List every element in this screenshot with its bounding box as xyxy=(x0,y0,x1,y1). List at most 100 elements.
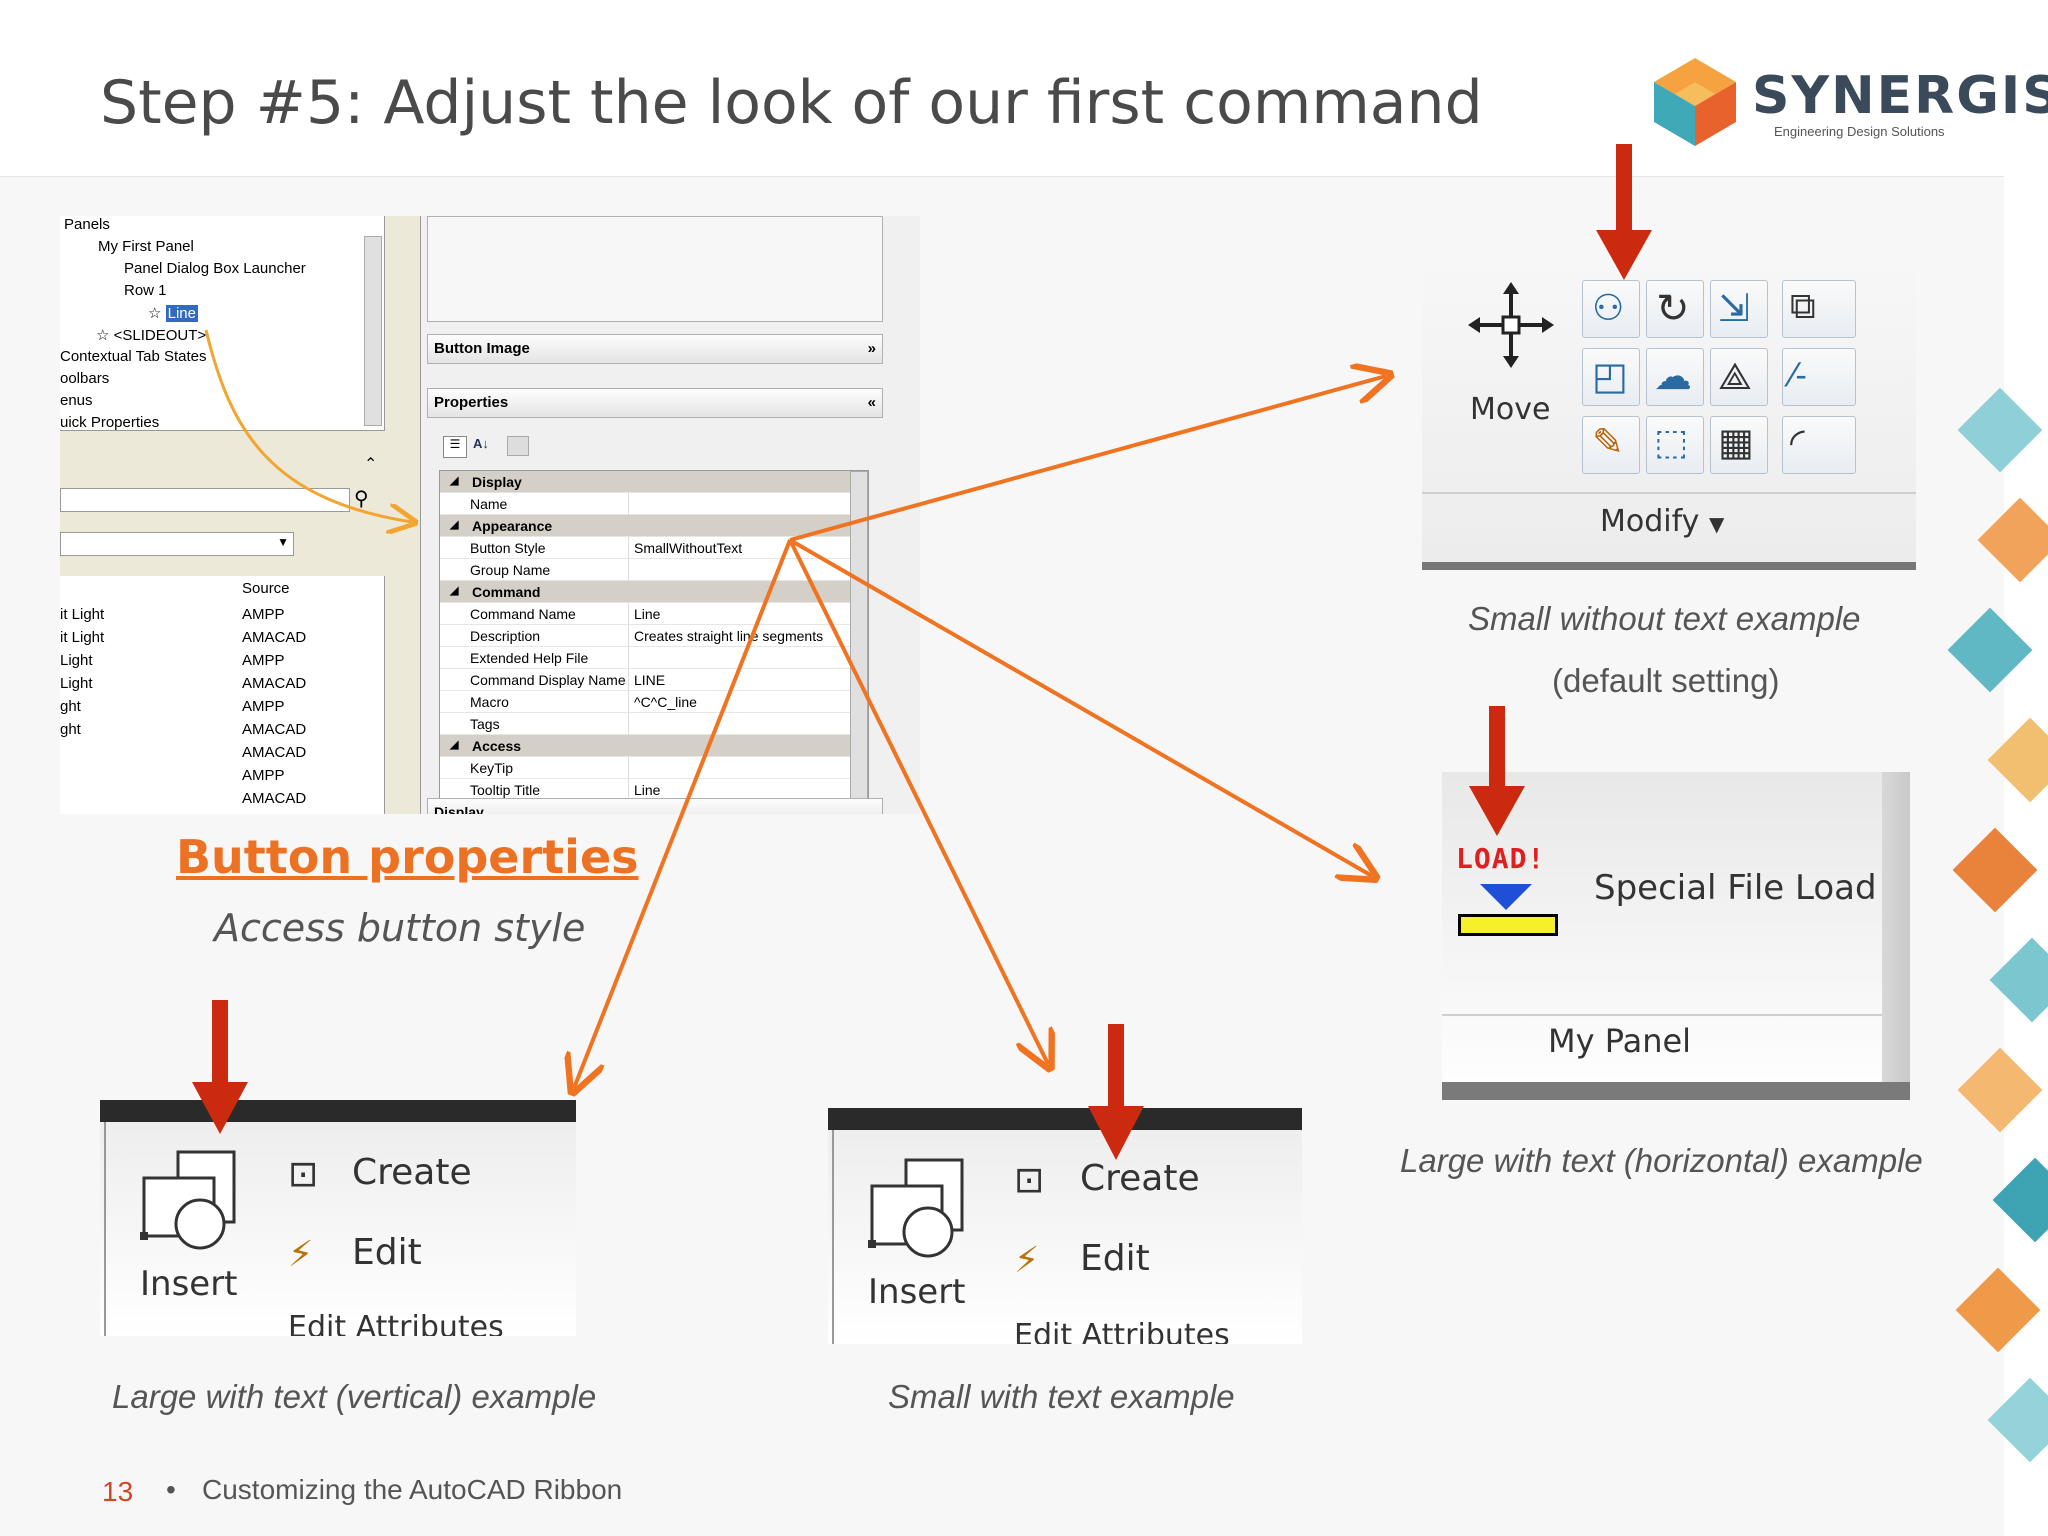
tree-item[interactable]: Panel Dialog Box Launcher xyxy=(124,260,306,277)
list-item-source: AMACAD xyxy=(242,790,307,807)
category-appearance[interactable]: ◢Appearance xyxy=(440,515,850,537)
tool-tile[interactable] xyxy=(1582,348,1640,406)
curved-pointer-arrow xyxy=(204,329,412,522)
tool-tile[interactable] xyxy=(1646,280,1704,338)
chevron-down-icon: » xyxy=(867,340,876,357)
property-row[interactable]: Group Name xyxy=(440,559,850,581)
caption-default-setting: (default setting) xyxy=(1552,662,1780,699)
tree-item[interactable]: Row 1 xyxy=(124,282,167,299)
list-item-source: AMPP xyxy=(242,652,285,669)
tool-tile[interactable] xyxy=(1782,416,1856,474)
tree-scrollbar[interactable] xyxy=(364,236,382,426)
synergis-logo xyxy=(1654,58,1736,146)
special-file-load-button[interactable]: Special File Load xyxy=(1594,868,1877,908)
arrow-to-small-with-text xyxy=(788,539,1048,1064)
list-item-source: AMACAD xyxy=(242,721,307,738)
insert-button[interactable]: Insert xyxy=(140,1264,238,1304)
property-row[interactable]: KeyTip xyxy=(440,757,850,779)
modify-panel-label[interactable]: Modify ▼ xyxy=(1600,504,1725,539)
arrow-to-large-vertical xyxy=(574,539,792,1088)
tree-item[interactable]: My First Panel xyxy=(98,238,194,255)
star-icon: ☆ xyxy=(148,305,166,322)
load-arrow-icon xyxy=(1480,884,1532,910)
tree-item[interactable]: oolbars xyxy=(60,370,110,387)
large-vertical-example: Insert ⊡ Create ⚡ Edit Edit Attributes xyxy=(100,1100,576,1336)
edit-block-icon: ⚡ xyxy=(288,1234,314,1275)
tree-item[interactable]: uick Properties xyxy=(60,414,160,431)
properties-header[interactable]: Properties« xyxy=(427,388,883,418)
tool-tile[interactable] xyxy=(1710,348,1768,406)
filter-dropdown[interactable]: ▼ xyxy=(60,532,294,556)
list-item[interactable]: it Light xyxy=(60,629,105,646)
tool-tile[interactable] xyxy=(1782,280,1856,338)
list-item[interactable]: it Light xyxy=(60,606,105,623)
list-item-source: AMACAD xyxy=(242,744,307,761)
list-item[interactable]: ght xyxy=(60,698,81,715)
tree-item-line[interactable]: ☆ Line xyxy=(148,305,198,322)
insert-button[interactable]: Insert xyxy=(868,1272,966,1312)
panel-right-border xyxy=(1882,772,1910,1082)
category-display[interactable]: ◢Display xyxy=(440,471,850,493)
tool-tile[interactable] xyxy=(1582,416,1640,474)
property-pages-icon[interactable] xyxy=(507,436,529,456)
copy-icon: ⚇ xyxy=(1592,288,1625,329)
tree-item[interactable]: ☆ <SLIDEOUT> xyxy=(96,327,207,344)
list-item-source: AMPP xyxy=(242,767,285,784)
collapse-icon[interactable]: ⌃ xyxy=(364,456,378,473)
erase-icon: ✎ xyxy=(1592,420,1624,464)
tree-item[interactable]: Contextual Tab States xyxy=(60,348,207,365)
category-command[interactable]: ◢Command xyxy=(440,581,850,603)
list-item[interactable]: Light xyxy=(60,652,93,669)
edit-block-icon: ⚡ xyxy=(1014,1240,1040,1281)
star-icon: ☆ xyxy=(96,327,114,344)
tool-tile[interactable] xyxy=(1710,280,1768,338)
cui-dialog-screenshot: Panels My First Panel Panel Dialog Box L… xyxy=(60,216,920,814)
edit-button[interactable]: Edit xyxy=(352,1232,422,1273)
tool-tile[interactable] xyxy=(1582,280,1640,338)
tool-tile[interactable] xyxy=(1646,348,1704,406)
load-tray-icon xyxy=(1458,914,1558,936)
properties-pane: Button Image» Properties« ☰ A↓ ◢Display … xyxy=(420,216,920,814)
panel-left-border xyxy=(104,1122,106,1336)
sort-az-icon[interactable]: A↓ xyxy=(473,436,489,451)
property-row[interactable]: Macro^C^C_line xyxy=(440,691,850,713)
search-icon[interactable]: ⚲ xyxy=(354,488,369,510)
list-item-source: AMPP xyxy=(242,698,285,715)
property-row[interactable]: Name xyxy=(440,493,850,515)
edit-attributes-button[interactable]: Edit Attributes xyxy=(288,1310,504,1336)
red-arrow-large-horizontal xyxy=(1469,706,1525,836)
page-number: 13 xyxy=(102,1476,134,1507)
property-row[interactable]: Extended Help File xyxy=(440,647,850,669)
tree-item[interactable]: enus xyxy=(60,392,93,409)
display-section-header[interactable]: Display xyxy=(427,798,883,814)
logo-tagline: Engineering Design Solutions xyxy=(1774,124,1945,139)
tool-tile[interactable] xyxy=(1782,348,1856,406)
scale-icon: ⇲ xyxy=(1718,286,1750,330)
button-image-header[interactable]: Button Image» xyxy=(427,334,883,364)
create-button[interactable]: Create xyxy=(352,1152,472,1193)
chevron-down-icon: ▼ xyxy=(1708,512,1725,536)
rotate-icon: ↻ xyxy=(1656,286,1690,332)
edit-button[interactable]: Edit xyxy=(1080,1238,1150,1279)
load-text-icon: LOAD! xyxy=(1456,842,1546,875)
grid-icon: ▦ xyxy=(1718,420,1754,464)
categorized-view-icon[interactable]: ☰ xyxy=(443,436,467,458)
caption-small-without-text: Small without text example xyxy=(1468,600,1861,637)
list-item[interactable]: Light xyxy=(60,675,93,692)
tool-tile[interactable] xyxy=(1710,416,1768,474)
tool-tile[interactable] xyxy=(1646,416,1704,474)
property-row[interactable]: Tags xyxy=(440,713,850,735)
edit-attributes-button[interactable]: Edit Attributes xyxy=(1014,1318,1230,1344)
category-access[interactable]: ◢Access xyxy=(440,735,850,757)
insert-svg xyxy=(868,1158,964,1258)
tree-item[interactable]: Panels xyxy=(64,216,110,233)
search-field[interactable] xyxy=(60,488,350,512)
list-item[interactable]: ght xyxy=(60,721,81,738)
large-horizontal-example: LOAD! Special File Load My Panel xyxy=(1442,772,1910,1100)
small-with-text-example: Insert ⊡ Create ⚡ Edit Edit Attributes xyxy=(828,1108,1302,1344)
create-button[interactable]: Create xyxy=(1080,1158,1200,1199)
